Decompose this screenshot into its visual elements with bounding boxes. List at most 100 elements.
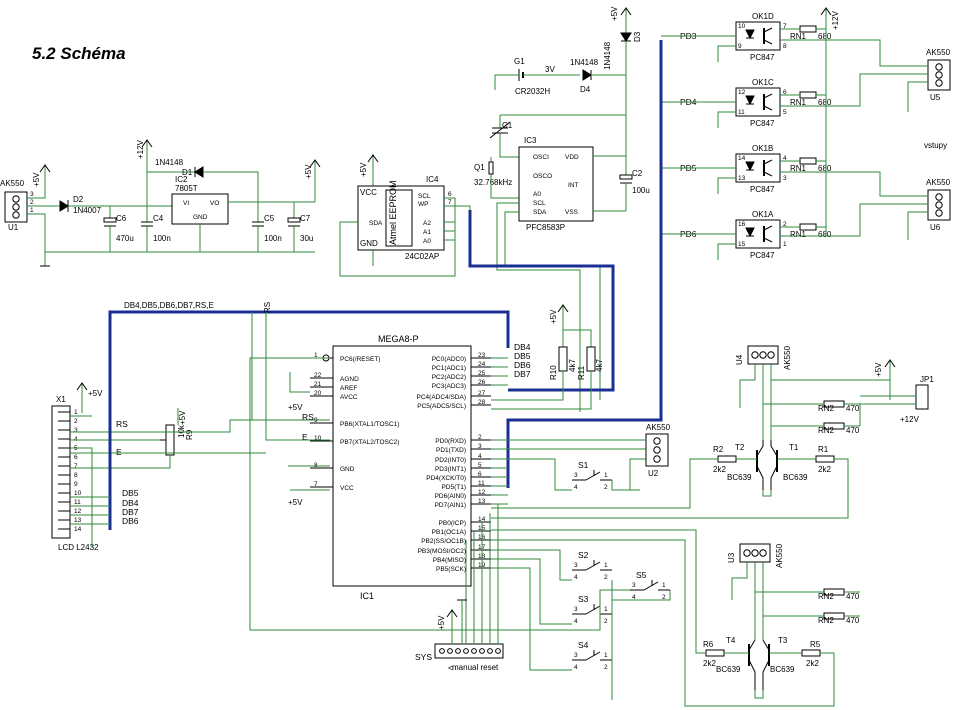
svg-text:13: 13 [478,498,486,505]
r5-value: 2k2 [806,659,819,668]
c7-value: 30u [300,234,313,243]
ic2-gnd: GND [193,214,208,221]
d1-label: D1 [182,168,193,177]
t3-value: BC639 [770,665,795,674]
mcu-rs-label: RS [302,412,314,422]
rn2-label: RN2 [818,592,835,601]
mcu-right-pin-label: PD1(TXD) [436,447,466,454]
svg-text:8: 8 [74,472,78,479]
svg-text:6: 6 [448,191,452,198]
u6-type: AK550 [926,178,951,187]
u1-type: AK550 [0,179,25,188]
u6-label: U6 [930,223,941,232]
supply-arrow-icon [620,7,632,16]
r2-label: R2 [713,445,724,454]
terminal-u4 [747,345,779,365]
mcu-right-pin-label: PB0(ICP) [439,520,466,527]
mcu-right-pin-label: PB2(SS/OC1B) [421,538,466,545]
led-icon [745,29,755,40]
ic4-a0: A0 [423,238,431,245]
g1-value: 3V [545,65,555,74]
svg-text:9: 9 [738,43,742,50]
header-pin-icon [447,648,453,654]
ic3-scl: SCL [533,200,546,207]
header-pin-icon [455,648,461,654]
mcu-db4: DB4 [514,342,531,352]
svg-text:11: 11 [74,499,81,506]
q1-label: Q1 [474,163,485,172]
supply-arrow-icon [309,159,321,168]
lcd-db4: DB4 [122,498,139,508]
svg-text:2: 2 [604,664,608,671]
r6-value: 2k2 [703,659,716,668]
t4-label: T4 [726,636,736,645]
svg-text:9: 9 [314,417,318,424]
u4-type: AK550 [783,345,792,370]
ic2-value: 7805T [175,184,198,193]
vstupy-label: vstupy [924,141,947,150]
ic3-int: INT [568,182,579,189]
supply-arrow-icon [141,139,153,148]
resistor-rn1-icon [799,25,817,33]
svg-text:6: 6 [74,454,78,461]
opto-rn: RN1 [790,230,807,239]
regulator-ic2 [171,193,229,225]
svg-text:1: 1 [604,562,608,569]
d2-label: D2 [73,195,84,204]
page-title: 5.2 Schéma [32,44,126,63]
r1-value: 2k2 [818,465,831,474]
c5-value: 100n [264,234,282,243]
svg-text:28: 28 [478,399,486,406]
t1-label: T1 [789,443,799,452]
lcd-db5: DB5 [122,488,139,498]
header-pin-icon [471,648,477,654]
svg-text:10: 10 [74,490,82,497]
t3-label: T3 [778,636,788,645]
terminal-u3 [739,543,771,563]
opto-value: 680 [818,32,832,41]
svg-text:1: 1 [604,472,608,479]
mcu-right-pin-label: PD2(INT0) [435,457,466,464]
c6-value: 470u [116,234,134,243]
svg-text:2: 2 [74,418,78,425]
header-pin-icon [487,648,493,654]
u2-type: AK550 [646,423,671,432]
svg-text:9: 9 [74,481,78,488]
svg-text:25: 25 [478,370,486,377]
sys-connector [434,643,504,659]
opto-part: PC847 [750,119,775,128]
svg-text:4: 4 [574,484,578,491]
mcu-left-pin-label: PB6(XTAL1/TOSC1) [340,421,399,428]
mcu-right-pin-label: PC4(ADC4/SDA) [417,394,466,401]
r2-value: 2k2 [713,465,726,474]
p5v-label: +5V [32,172,41,187]
switch-label: S1 [578,460,589,470]
t4-value: BC639 [716,665,741,674]
c4-label: C4 [153,214,164,223]
t2-label: T2 [735,443,745,452]
c4-value: 100n [153,234,171,243]
terminal-u2 [645,433,669,467]
terminal-screw-icon [767,351,775,359]
svg-text:1: 1 [604,606,608,613]
bus-label: DB4,DB5,DB6,DB7,RS,E [124,301,214,310]
mcu-right-pin-label: PC2(ADC2) [432,374,466,381]
svg-text:3: 3 [632,582,636,589]
d1-value: 1N4148 [155,158,184,167]
c6-label: C6 [116,214,127,223]
ic3-value: PFC8583P [526,223,565,232]
terminal-screw-icon [935,209,943,217]
svg-text:26: 26 [478,379,486,386]
u5-label: U5 [930,93,941,102]
svg-text:2: 2 [30,199,34,206]
terminal-screw-icon [12,203,20,211]
t2-value: BC639 [727,473,752,482]
p5v-label-5: +5V [549,309,558,324]
lcd-connector-x1 [51,405,71,539]
resistor-r1-icon [815,455,835,463]
ic4-gnd: GND [360,239,378,248]
ic3-osco: OSCO [533,173,552,180]
